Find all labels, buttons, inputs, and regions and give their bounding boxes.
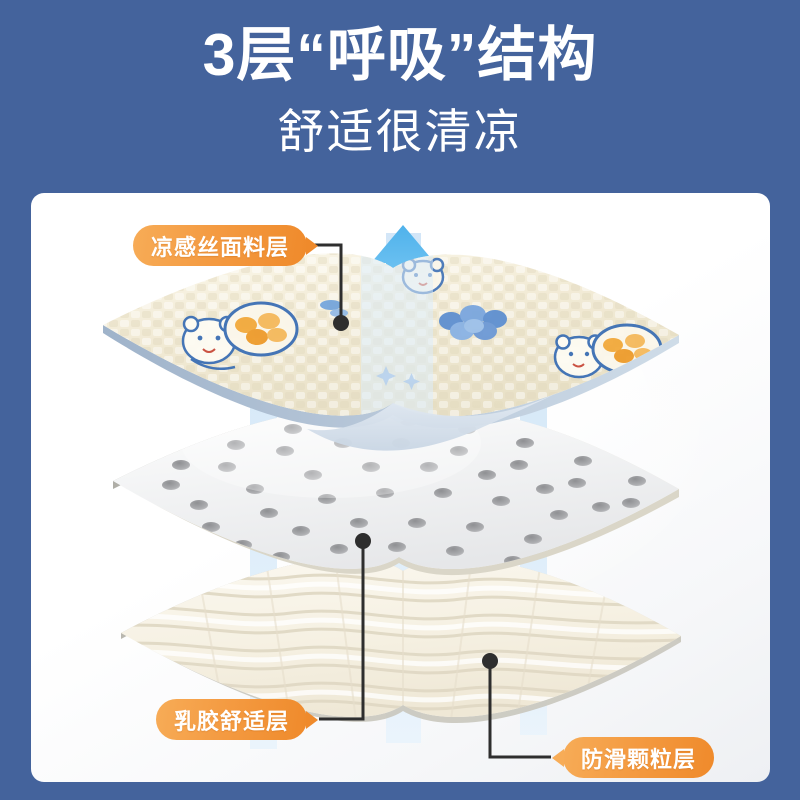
layer-top-coolfabric xyxy=(103,253,679,451)
page-title: 3层“呼吸”结构 xyxy=(202,22,598,88)
badge-top-layer-label: 凉感丝面料层 xyxy=(151,234,290,260)
connector-middle-layer xyxy=(319,533,371,721)
badge-middle-layer-label: 乳胶舒适层 xyxy=(174,708,290,734)
badge-top-layer[interactable]: 凉感丝面料层 xyxy=(133,225,319,266)
layer-bottom-antislip xyxy=(121,557,681,724)
page-subtitle: 舒适很清凉 xyxy=(277,105,523,158)
badge-tail-icon xyxy=(306,236,319,255)
header: 3层“呼吸”结构 舒适很清凉 xyxy=(0,0,800,193)
badge-tail-icon xyxy=(552,748,564,767)
badge-bottom-layer-label: 防滑颗粒层 xyxy=(581,746,697,772)
diagram-card: 凉感丝面料层 乳胶舒适层 防滑颗粒层 xyxy=(31,193,770,782)
callout-connectors xyxy=(293,243,551,759)
badge-tail-icon xyxy=(306,710,319,729)
badge-bottom-layer[interactable]: 防滑颗粒层 xyxy=(552,737,715,778)
connector-bottom-layer xyxy=(482,653,551,759)
badge-middle-layer[interactable]: 乳胶舒适层 xyxy=(156,699,319,740)
